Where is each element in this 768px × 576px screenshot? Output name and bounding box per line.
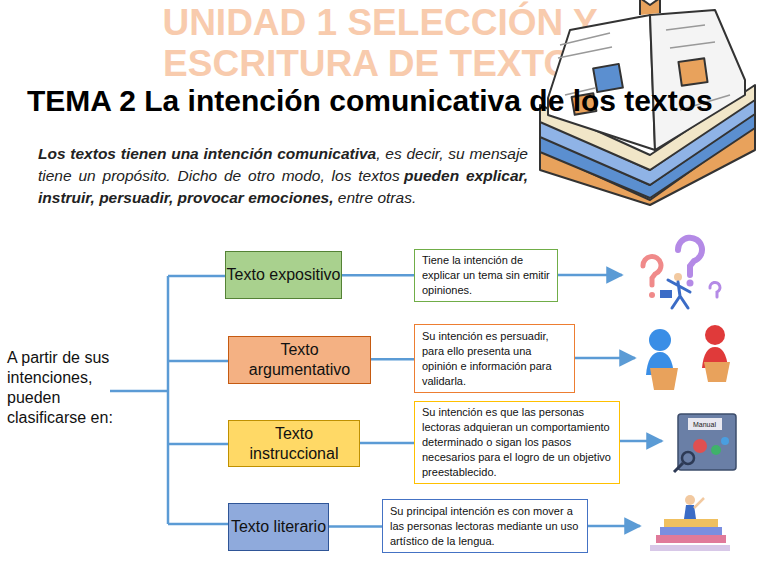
- description-text: Su principal intención es con mover a la…: [390, 504, 580, 549]
- description-box: Tiene la intención de explicar un tema s…: [414, 249, 558, 302]
- description-text: Su intención es que las personas lectora…: [422, 405, 612, 480]
- text-type-box: Texto expositivo: [225, 251, 342, 299]
- node-text-group: Tiene la intención de explicar un tema s…: [422, 253, 550, 298]
- box-label: Texto literario: [231, 517, 326, 537]
- bracket-lines: [110, 276, 228, 524]
- node-text-group: Su principal intención es con mover a la…: [390, 504, 580, 549]
- reading-icon: [650, 495, 730, 548]
- intro-paragraph: Los textos tienen una intención comunica…: [38, 143, 528, 209]
- description-box: Su principal intención es con mover a la…: [382, 499, 588, 553]
- intro-text: Los textos tienen una intención comunica…: [38, 145, 376, 162]
- node-text-group: Texto argumentativo: [229, 340, 370, 380]
- question-icon: [643, 238, 720, 308]
- connector-line: [329, 525, 382, 528]
- description-box: Su intención es persuadir, para ello pre…: [414, 324, 575, 393]
- classification-lead: A partir de sus intenciones, pueden clas…: [7, 348, 125, 428]
- manual-icon: [674, 414, 736, 472]
- debate-icon: [646, 325, 730, 390]
- box-label: Texto argumentativo: [229, 340, 370, 380]
- description-box: Su intención es que las personas lectora…: [414, 401, 620, 484]
- description-text: Su intención es persuadir, para ello pre…: [422, 329, 567, 389]
- icon-caption: Manual: [693, 421, 716, 429]
- intro-text: entre otras.: [338, 189, 416, 206]
- node-text-group: Su intención es persuadir, para ello pre…: [422, 329, 567, 389]
- text-type-box: Texto literario: [228, 503, 329, 551]
- node-text-group: Texto instruccional: [229, 424, 359, 464]
- node-text-group: Texto expositivo: [227, 265, 341, 285]
- box-label: Texto instruccional: [229, 424, 359, 464]
- main-title: TEMA 2 La intención comunicativa de los …: [27, 84, 727, 117]
- description-text: Tiene la intención de explicar un tema s…: [422, 253, 550, 298]
- node-text-group: Su intención es que las personas lectora…: [422, 405, 612, 480]
- connector-line: [371, 358, 414, 361]
- connector-line: [360, 442, 414, 445]
- text-type-box: Texto instruccional: [228, 420, 360, 467]
- connector-line: [342, 274, 414, 277]
- text-type-box: Texto argumentativo: [228, 336, 371, 384]
- box-label: Texto expositivo: [227, 265, 341, 285]
- node-text-group: Texto literario: [231, 517, 326, 537]
